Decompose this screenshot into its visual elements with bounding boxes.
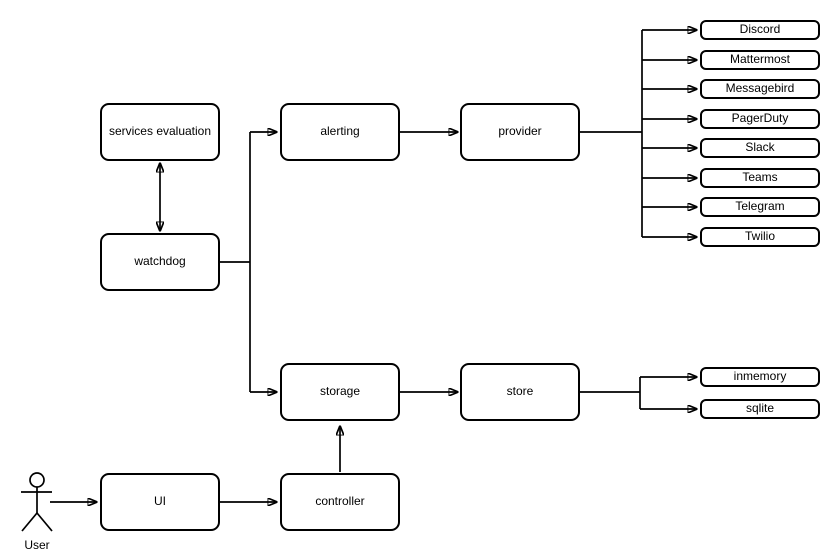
node-alerting: alerting (280, 103, 400, 161)
node-provider-telegram: Telegram (700, 197, 820, 217)
node-provider-slack: Slack (700, 138, 820, 158)
node-storage: storage (280, 363, 400, 421)
node-provider: provider (460, 103, 580, 161)
node-controller: controller (280, 473, 400, 531)
node-provider-mattermost: Mattermost (700, 50, 820, 70)
node-provider-twilio: Twilio (700, 227, 820, 247)
node-watchdog: watchdog (100, 233, 220, 291)
node-ui: UI (100, 473, 220, 531)
node-provider-pagerduty: PagerDuty (700, 109, 820, 129)
user-actor-icon (21, 472, 53, 532)
actor-label: User (24, 538, 50, 552)
node-provider-discord: Discord (700, 20, 820, 40)
node-provider-teams: Teams (700, 168, 820, 188)
node-services-evaluation: services evaluation (100, 103, 220, 161)
node-store-inmemory: inmemory (700, 367, 820, 387)
node-provider-messagebird: Messagebird (700, 79, 820, 99)
node-store: store (460, 363, 580, 421)
node-store-sqlite: sqlite (700, 399, 820, 419)
